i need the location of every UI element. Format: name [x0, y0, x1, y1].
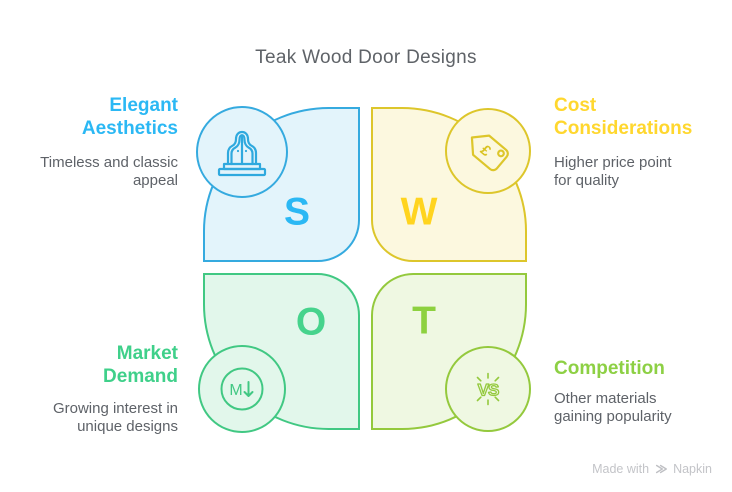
attribution-brand: Napkin: [673, 462, 712, 476]
arched-door-icon: [217, 130, 267, 177]
strengths-description: Timeless and classic appeal: [40, 154, 178, 190]
threats-description: Other materials gaining popularity: [554, 390, 672, 426]
threats-letter: T: [412, 299, 436, 343]
weaknesses-icon-badge: £: [445, 108, 531, 194]
attribution-prefix: Made with: [592, 462, 650, 476]
market-letter: M: [229, 382, 242, 399]
weaknesses-label-block: Cost Considerations Higher price point f…: [554, 94, 704, 190]
weaknesses-letter: W: [400, 190, 438, 234]
weaknesses-description: Higher price point for quality: [554, 154, 672, 190]
opportunities-label-block: Market Demand Growing interest in unique…: [28, 342, 178, 436]
threats-heading: Competition: [554, 358, 665, 379]
strengths-label-block: Elegant Aesthetics Timeless and classic …: [28, 94, 178, 190]
strengths-heading: Elegant Aesthetics: [81, 95, 178, 140]
made-with-napkin-link[interactable]: Made with Napkin: [592, 462, 712, 476]
market-trend-down-icon: M: [220, 367, 264, 411]
weaknesses-heading: Cost Considerations: [554, 95, 693, 140]
opportunities-icon-badge: M: [198, 345, 286, 433]
strengths-letter: S: [283, 190, 311, 234]
napkin-logo-icon: [656, 464, 668, 474]
versus-text: VS: [478, 381, 499, 400]
opportunities-heading: Market Demand: [103, 343, 178, 388]
threats-icon-badge: VS: [445, 346, 531, 432]
threats-label-block: Competition Other materials gaining popu…: [554, 357, 704, 426]
currency-symbol: £: [477, 142, 495, 161]
strengths-icon-badge: [196, 106, 288, 198]
opportunities-description: Growing interest in unique designs: [52, 400, 178, 436]
versus-burst-icon: VS: [476, 372, 501, 406]
price-tag-icon: £: [470, 134, 509, 172]
diagram-title: Teak Wood Door Designs: [255, 47, 477, 68]
opportunities-letter: O: [295, 300, 327, 344]
